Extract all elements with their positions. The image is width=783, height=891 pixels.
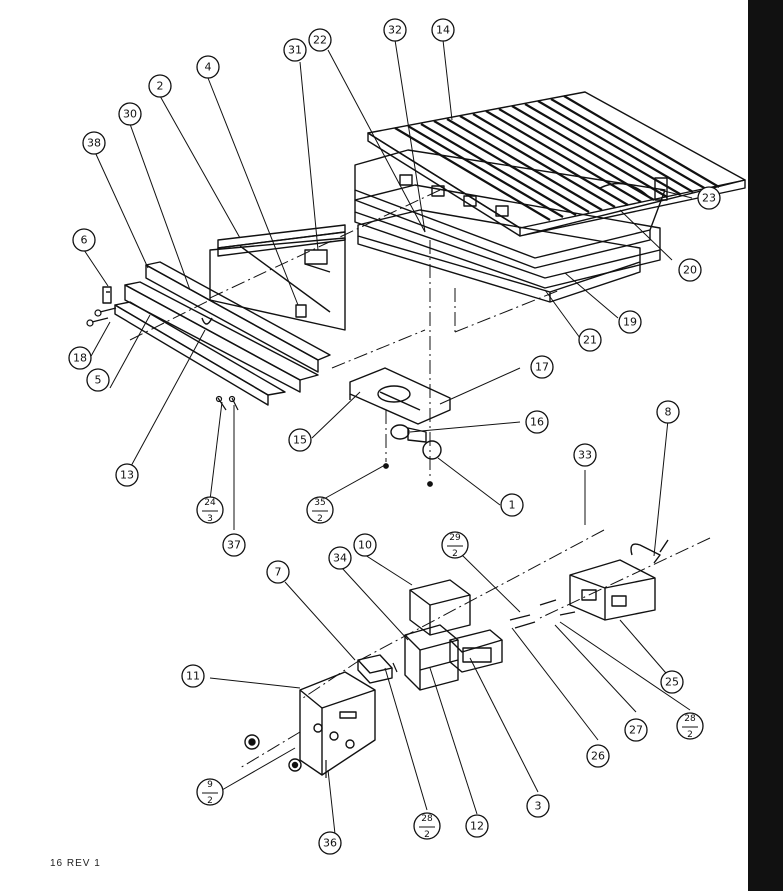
callout-10: 10 <box>358 539 372 552</box>
fraction-29-2-den: 2 <box>452 549 458 559</box>
fraction-bars <box>202 510 698 828</box>
callout-circles <box>68 18 721 855</box>
fraction-35-2-den: 2 <box>317 514 323 524</box>
switch-plate <box>357 654 393 684</box>
callout-19: 19 <box>623 316 637 329</box>
callout-32: 32 <box>388 24 402 37</box>
callout-15: 15 <box>293 434 307 447</box>
control-boxes <box>404 579 503 691</box>
callout-11: 11 <box>186 670 200 683</box>
callout-37: 37 <box>227 539 241 552</box>
callout-2: 2 <box>157 80 164 93</box>
callout-30: 30 <box>123 108 137 121</box>
fraction-24-3-num: 24 <box>204 498 216 508</box>
fraction-29-2-num: 29 <box>449 533 461 543</box>
callout-26: 26 <box>591 750 605 763</box>
callout-14: 14 <box>436 24 450 37</box>
callout-25: 25 <box>665 676 679 689</box>
fraction-35-2-num: 35 <box>314 498 325 508</box>
housing <box>354 184 661 303</box>
callout-22: 22 <box>313 34 327 47</box>
leader-lines <box>83 39 693 835</box>
light-socket <box>383 424 442 487</box>
callout-36: 36 <box>323 837 337 850</box>
callout-33: 33 <box>578 449 592 462</box>
scan-edge-bar <box>748 0 783 891</box>
small-screws <box>325 599 576 778</box>
fraction-9-2-den: 2 <box>207 796 213 806</box>
clip <box>102 286 112 304</box>
callout-8: 8 <box>665 406 672 419</box>
thermostat <box>295 249 331 318</box>
callout-17: 17 <box>535 361 549 374</box>
fraction-24-3-den: 3 <box>207 514 213 524</box>
evaporator-cover <box>354 149 668 269</box>
callout-7: 7 <box>275 566 282 579</box>
callout-21: 21 <box>583 334 597 347</box>
fraction-28-2a-num: 28 <box>684 714 696 724</box>
fraction-28-2b-num: 28 <box>421 814 433 824</box>
callout-38: 38 <box>87 137 101 150</box>
control-housing <box>569 539 669 621</box>
callout-13: 13 <box>120 469 134 482</box>
callout-4: 4 <box>205 61 212 74</box>
fraction-28-2b-den: 2 <box>424 830 430 840</box>
top-grille <box>367 91 746 237</box>
callout-34: 34 <box>333 552 347 565</box>
callout-23: 23 <box>702 192 716 205</box>
control-panel-front <box>299 671 376 776</box>
callout-27: 27 <box>629 724 643 737</box>
light-shield <box>349 367 451 425</box>
fraction-9-2-num: 9 <box>207 780 213 790</box>
callout-6: 6 <box>81 234 88 247</box>
callout-31: 31 <box>288 44 302 57</box>
page-footer: 16 REV 1 <box>50 858 101 869</box>
front-panel <box>114 261 331 406</box>
screws <box>86 307 239 411</box>
callout-12: 12 <box>470 820 484 833</box>
callout-20: 20 <box>683 264 697 277</box>
callout-5: 5 <box>95 374 102 387</box>
control-bracket <box>209 224 346 331</box>
fraction-28-2a-den: 2 <box>687 730 693 740</box>
knobs <box>244 734 302 772</box>
callout-3: 3 <box>535 800 542 813</box>
callout-18: 18 <box>73 352 87 365</box>
callout-16: 16 <box>530 416 544 429</box>
callout-1: 1 <box>509 499 516 512</box>
